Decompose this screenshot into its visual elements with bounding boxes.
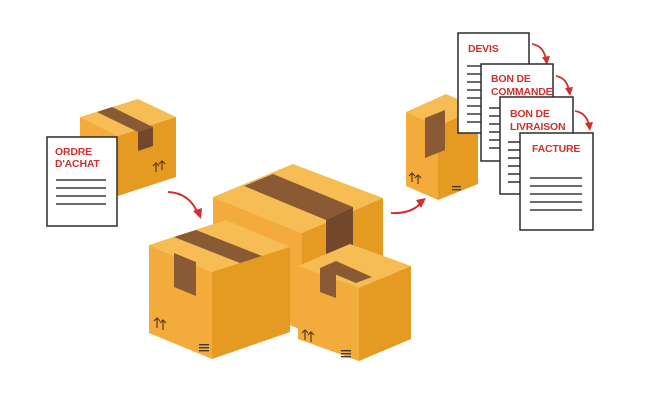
curved-arrow-icon — [574, 110, 593, 131]
curved-arrow-icon — [555, 75, 573, 96]
barcode-label-icon — [341, 350, 351, 358]
order-form-title-line1: BON DE — [491, 73, 531, 85]
this-way-up-icon — [408, 172, 422, 184]
curved-arrow-icon — [167, 191, 202, 219]
purchase-order-title-line2: D'ACHAT — [55, 158, 100, 170]
delivery-note-title-line2: LIVRAISON — [510, 121, 565, 133]
this-way-up-icon — [301, 329, 315, 342]
purchase-order-document: ORDRE D'ACHAT — [46, 136, 118, 227]
barcode-label-icon — [452, 186, 461, 191]
barcode-label-icon — [199, 344, 209, 352]
order-form-title-line2: COMMANDE — [491, 86, 553, 98]
quote-title: DEVIS — [468, 43, 499, 55]
this-way-up-icon — [153, 317, 167, 330]
center-box-group — [149, 164, 411, 361]
invoice-title: FACTURE — [532, 143, 580, 155]
curved-arrow-icon — [531, 43, 550, 65]
this-way-up-icon — [152, 160, 166, 172]
invoice-document: FACTURE — [519, 132, 594, 231]
curved-arrow-icon — [390, 198, 426, 215]
delivery-note-title-line1: BON DE — [510, 108, 550, 120]
front-left-box — [149, 220, 290, 359]
document-text-lines — [56, 179, 106, 205]
purchase-order-title-line1: ORDRE — [55, 146, 92, 158]
right-medium-box — [298, 244, 411, 361]
